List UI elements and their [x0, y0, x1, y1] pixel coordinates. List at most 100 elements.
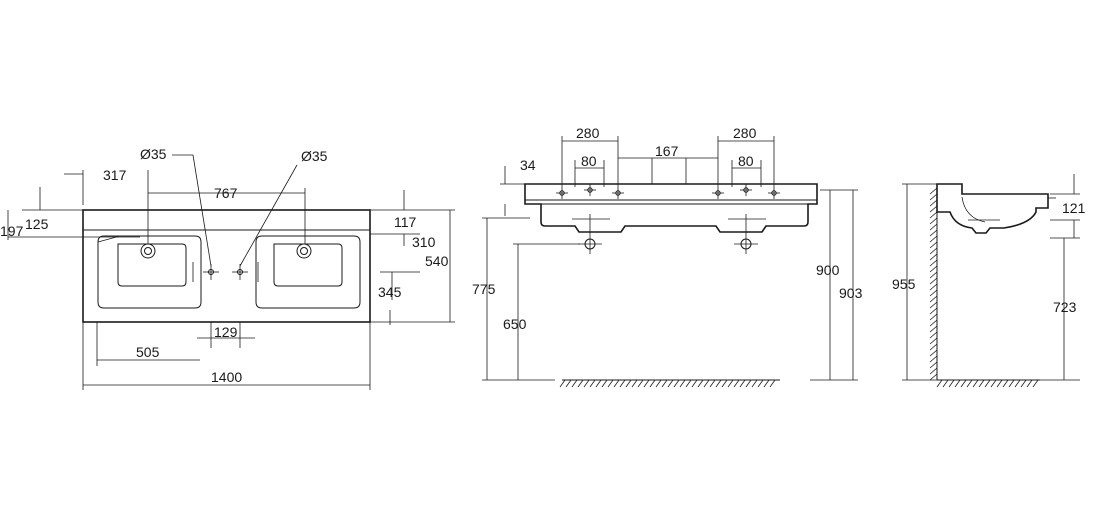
- hatch-line: [929, 301, 938, 309]
- hatch-line: [625, 379, 632, 388]
- hatch-line: [1008, 379, 1015, 388]
- dim-723-label: 723: [1053, 299, 1077, 315]
- dim-540-label: 540: [425, 253, 449, 269]
- hatch-line: [929, 289, 938, 297]
- hatch-line: [966, 379, 973, 388]
- hatch-line: [929, 223, 938, 231]
- right-drain: [296, 243, 312, 259]
- dim-80-left-label: 80: [581, 153, 597, 169]
- hatch-line: [1020, 379, 1027, 388]
- dim-197-label: 197: [0, 223, 24, 239]
- dim-280-right-label: 280: [733, 125, 757, 141]
- hatch-line: [929, 241, 938, 249]
- hatch-line: [929, 325, 938, 333]
- hatch-line: [1014, 379, 1021, 388]
- dim-775-label: 775: [472, 281, 496, 297]
- hatch-line: [571, 379, 578, 388]
- hatch-line: [929, 367, 938, 375]
- wall-hatch: [929, 187, 938, 381]
- hatch-line: [929, 313, 938, 321]
- hatch-line: [929, 265, 938, 273]
- dim-650-label: 650: [503, 316, 527, 332]
- hatch-line: [673, 379, 680, 388]
- hatch-line: [929, 271, 938, 279]
- hatch-line: [929, 253, 938, 261]
- hatch-line: [715, 379, 722, 388]
- hatch-line: [727, 379, 734, 388]
- hatch-line: [929, 343, 938, 351]
- hatch-line: [637, 379, 644, 388]
- hatch-line: [948, 379, 955, 388]
- hatch-line: [721, 379, 728, 388]
- hatch-line: [577, 379, 584, 388]
- hatch-line: [990, 379, 997, 388]
- hatch-line: [929, 331, 938, 339]
- hatch-line: [745, 379, 752, 388]
- hatch-line: [929, 235, 938, 243]
- hatch-line: [984, 379, 991, 388]
- left-bowl-outer: [97, 235, 202, 309]
- floor-hatch: [559, 379, 776, 388]
- hatch-line: [565, 379, 572, 388]
- dim-345-label: 345: [378, 284, 402, 300]
- hatch-line: [954, 379, 961, 388]
- hatch-line: [929, 205, 938, 213]
- hatch-line: [1002, 379, 1009, 388]
- hatch-line: [929, 193, 938, 201]
- hatch-line: [631, 379, 638, 388]
- hatch-line: [929, 307, 938, 315]
- dim-167-label: 167: [655, 143, 679, 159]
- hatch-line: [929, 259, 938, 267]
- right-bowl-inner: [273, 243, 343, 287]
- hatch-line: [1032, 379, 1039, 388]
- hatch-line: [733, 379, 740, 388]
- dim-117-label: 117: [394, 214, 417, 230]
- hatch-line: [929, 211, 938, 219]
- hatch-line: [929, 187, 938, 195]
- hatch-line: [929, 295, 938, 303]
- hatch-line: [667, 379, 674, 388]
- dim-1400-label: 1400: [211, 369, 242, 385]
- hatch-line: [583, 379, 590, 388]
- hatch-line: [619, 379, 626, 388]
- hatch-line: [661, 379, 668, 388]
- hatch-line: [929, 283, 938, 291]
- hatch-line: [655, 379, 662, 388]
- tap-holes: [556, 184, 780, 199]
- hatch-line: [1026, 379, 1033, 388]
- left-bowl-inner: [117, 243, 187, 287]
- hatch-line: [757, 379, 764, 388]
- side-view: 955 121 723: [892, 174, 1086, 388]
- top-view: Ø35 Ø35 317 767 125 197 117 310 540 345: [0, 146, 455, 390]
- dim-34-label: 34: [520, 157, 536, 173]
- hole-diameter-right-label: Ø35: [301, 148, 328, 164]
- dim-955-label: 955: [892, 276, 916, 292]
- left-drain: [140, 243, 156, 259]
- hatch-line: [697, 379, 704, 388]
- hatch-line: [929, 355, 938, 363]
- hatch-line: [929, 247, 938, 255]
- hatch-line: [929, 229, 938, 237]
- dim-767-label: 767: [214, 185, 238, 201]
- dim-903-label: 903: [839, 285, 863, 301]
- basin-front: [524, 183, 818, 233]
- hatch-line: [739, 379, 746, 388]
- right-bowl-outer: [255, 235, 361, 309]
- hatch-line: [972, 379, 979, 388]
- hole-diameter-left-label: Ø35: [140, 146, 167, 162]
- hatch-line: [929, 361, 938, 369]
- hatch-line: [942, 379, 949, 388]
- dim-900-label: 900: [816, 262, 840, 278]
- hatch-line: [978, 379, 985, 388]
- hatch-line: [936, 379, 943, 388]
- dim-80-right-label: 80: [738, 153, 754, 169]
- dim-129-label: 129: [214, 324, 238, 340]
- front-view: 280 80 167 280 80 34 775 650: [472, 125, 863, 388]
- hatch-line: [559, 379, 566, 388]
- dim-121-label: 121: [1062, 200, 1086, 216]
- hatch-line: [929, 373, 938, 381]
- hatch-line: [709, 379, 716, 388]
- dim-505-label: 505: [136, 344, 160, 360]
- hatch-line: [763, 379, 770, 388]
- dim-125-label: 125: [25, 216, 49, 232]
